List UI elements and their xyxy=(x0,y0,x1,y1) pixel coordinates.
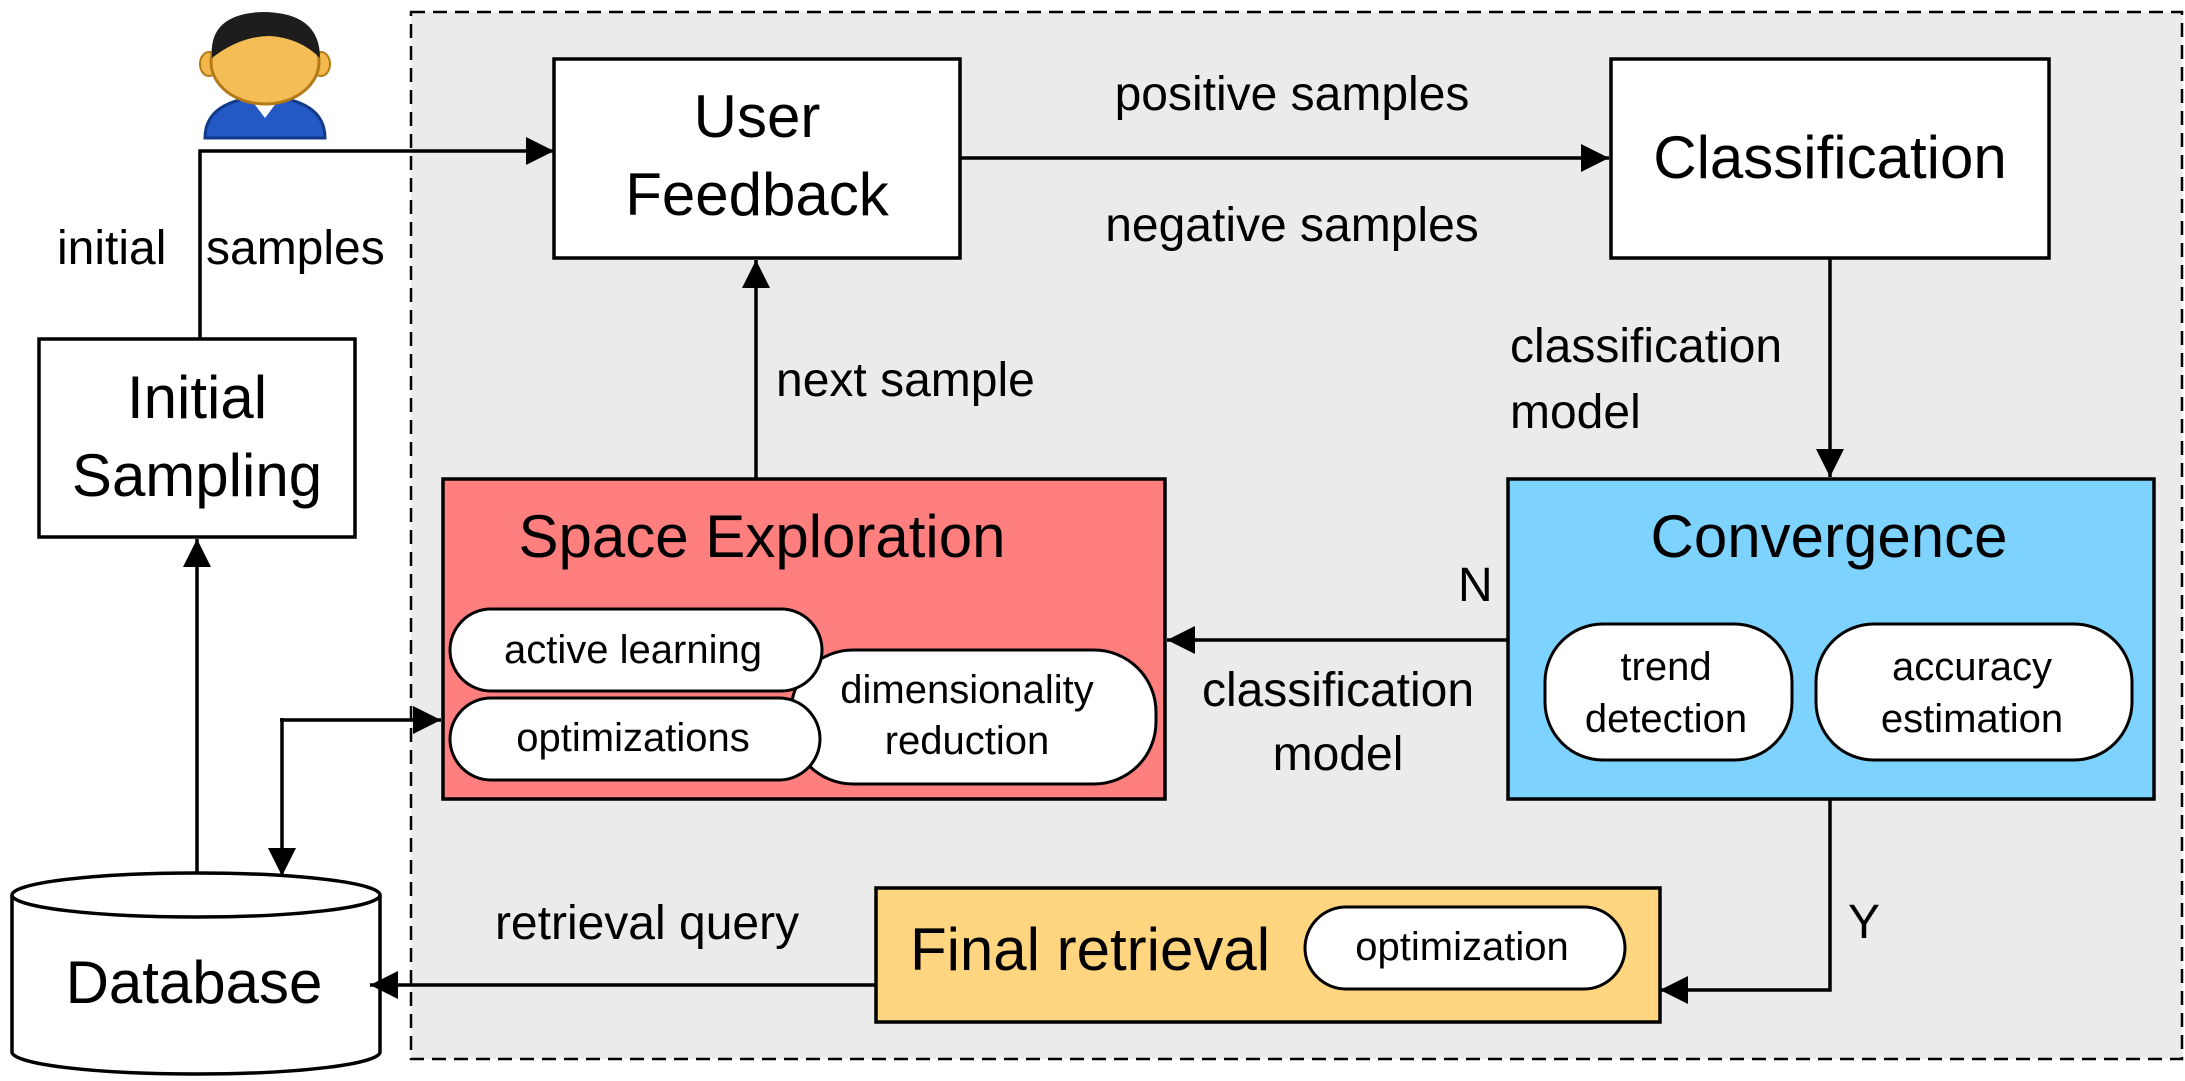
initial-sampling-line1: Initial xyxy=(127,364,267,431)
user-feedback-box xyxy=(552,57,962,260)
classification-model-mid-line2: model xyxy=(1273,728,1404,781)
active-learning-pill xyxy=(448,607,824,693)
negative-samples-label: negative samples xyxy=(1105,199,1479,252)
next-sample-label: next sample xyxy=(776,354,1035,407)
optimization-label: optimization xyxy=(1355,925,1568,969)
trend-detection-pill xyxy=(1543,622,1794,762)
dimensionality-reduction-line1: dimensionality xyxy=(840,668,1093,712)
classification-model-top-line2: model xyxy=(1510,386,1641,439)
space-exploration-title: Space Exploration xyxy=(519,503,1006,570)
active-learning-label: active learning xyxy=(504,628,762,672)
accuracy-estimation-line1: accuracy xyxy=(1892,645,2052,689)
yes-label: Y xyxy=(1848,896,1880,949)
initial-sampling-line2: Sampling xyxy=(72,442,322,509)
no-label: N xyxy=(1458,559,1493,612)
trend-detection-line1: trend xyxy=(1620,645,1711,689)
user-feedback-line2: Feedback xyxy=(625,161,889,228)
dimensionality-reduction-line2: reduction xyxy=(885,719,1050,763)
trend-detection-line2: detection xyxy=(1585,697,1747,741)
initial-sampling-box xyxy=(37,337,357,539)
user-feedback-line1: User xyxy=(694,83,821,150)
database-label: Database xyxy=(66,949,323,1016)
classification-label: Classification xyxy=(1653,124,2006,191)
positive-samples-label: positive samples xyxy=(1115,68,1470,121)
convergence-title: Convergence xyxy=(1651,503,2008,570)
accuracy-estimation-line2: estimation xyxy=(1881,697,2063,741)
user-avatar-icon xyxy=(199,12,331,140)
initial-label: initial xyxy=(57,222,166,275)
optimizations-label: optimizations xyxy=(516,716,749,760)
accuracy-estimation-pill xyxy=(1814,622,2134,762)
final-retrieval-title: Final retrieval xyxy=(910,916,1270,983)
samples-label: samples xyxy=(206,222,385,275)
optimization-pill xyxy=(1303,905,1627,991)
classification-model-top-line1: classification xyxy=(1510,320,1782,373)
optimizations-pill xyxy=(448,696,822,782)
classification-model-mid-line1: classification xyxy=(1202,664,1474,717)
edge-converged xyxy=(1660,799,1832,1004)
database-cylinder-icon xyxy=(10,871,382,1076)
edge-initial-samples xyxy=(198,137,554,339)
retrieval-query-label: retrieval query xyxy=(495,897,799,950)
